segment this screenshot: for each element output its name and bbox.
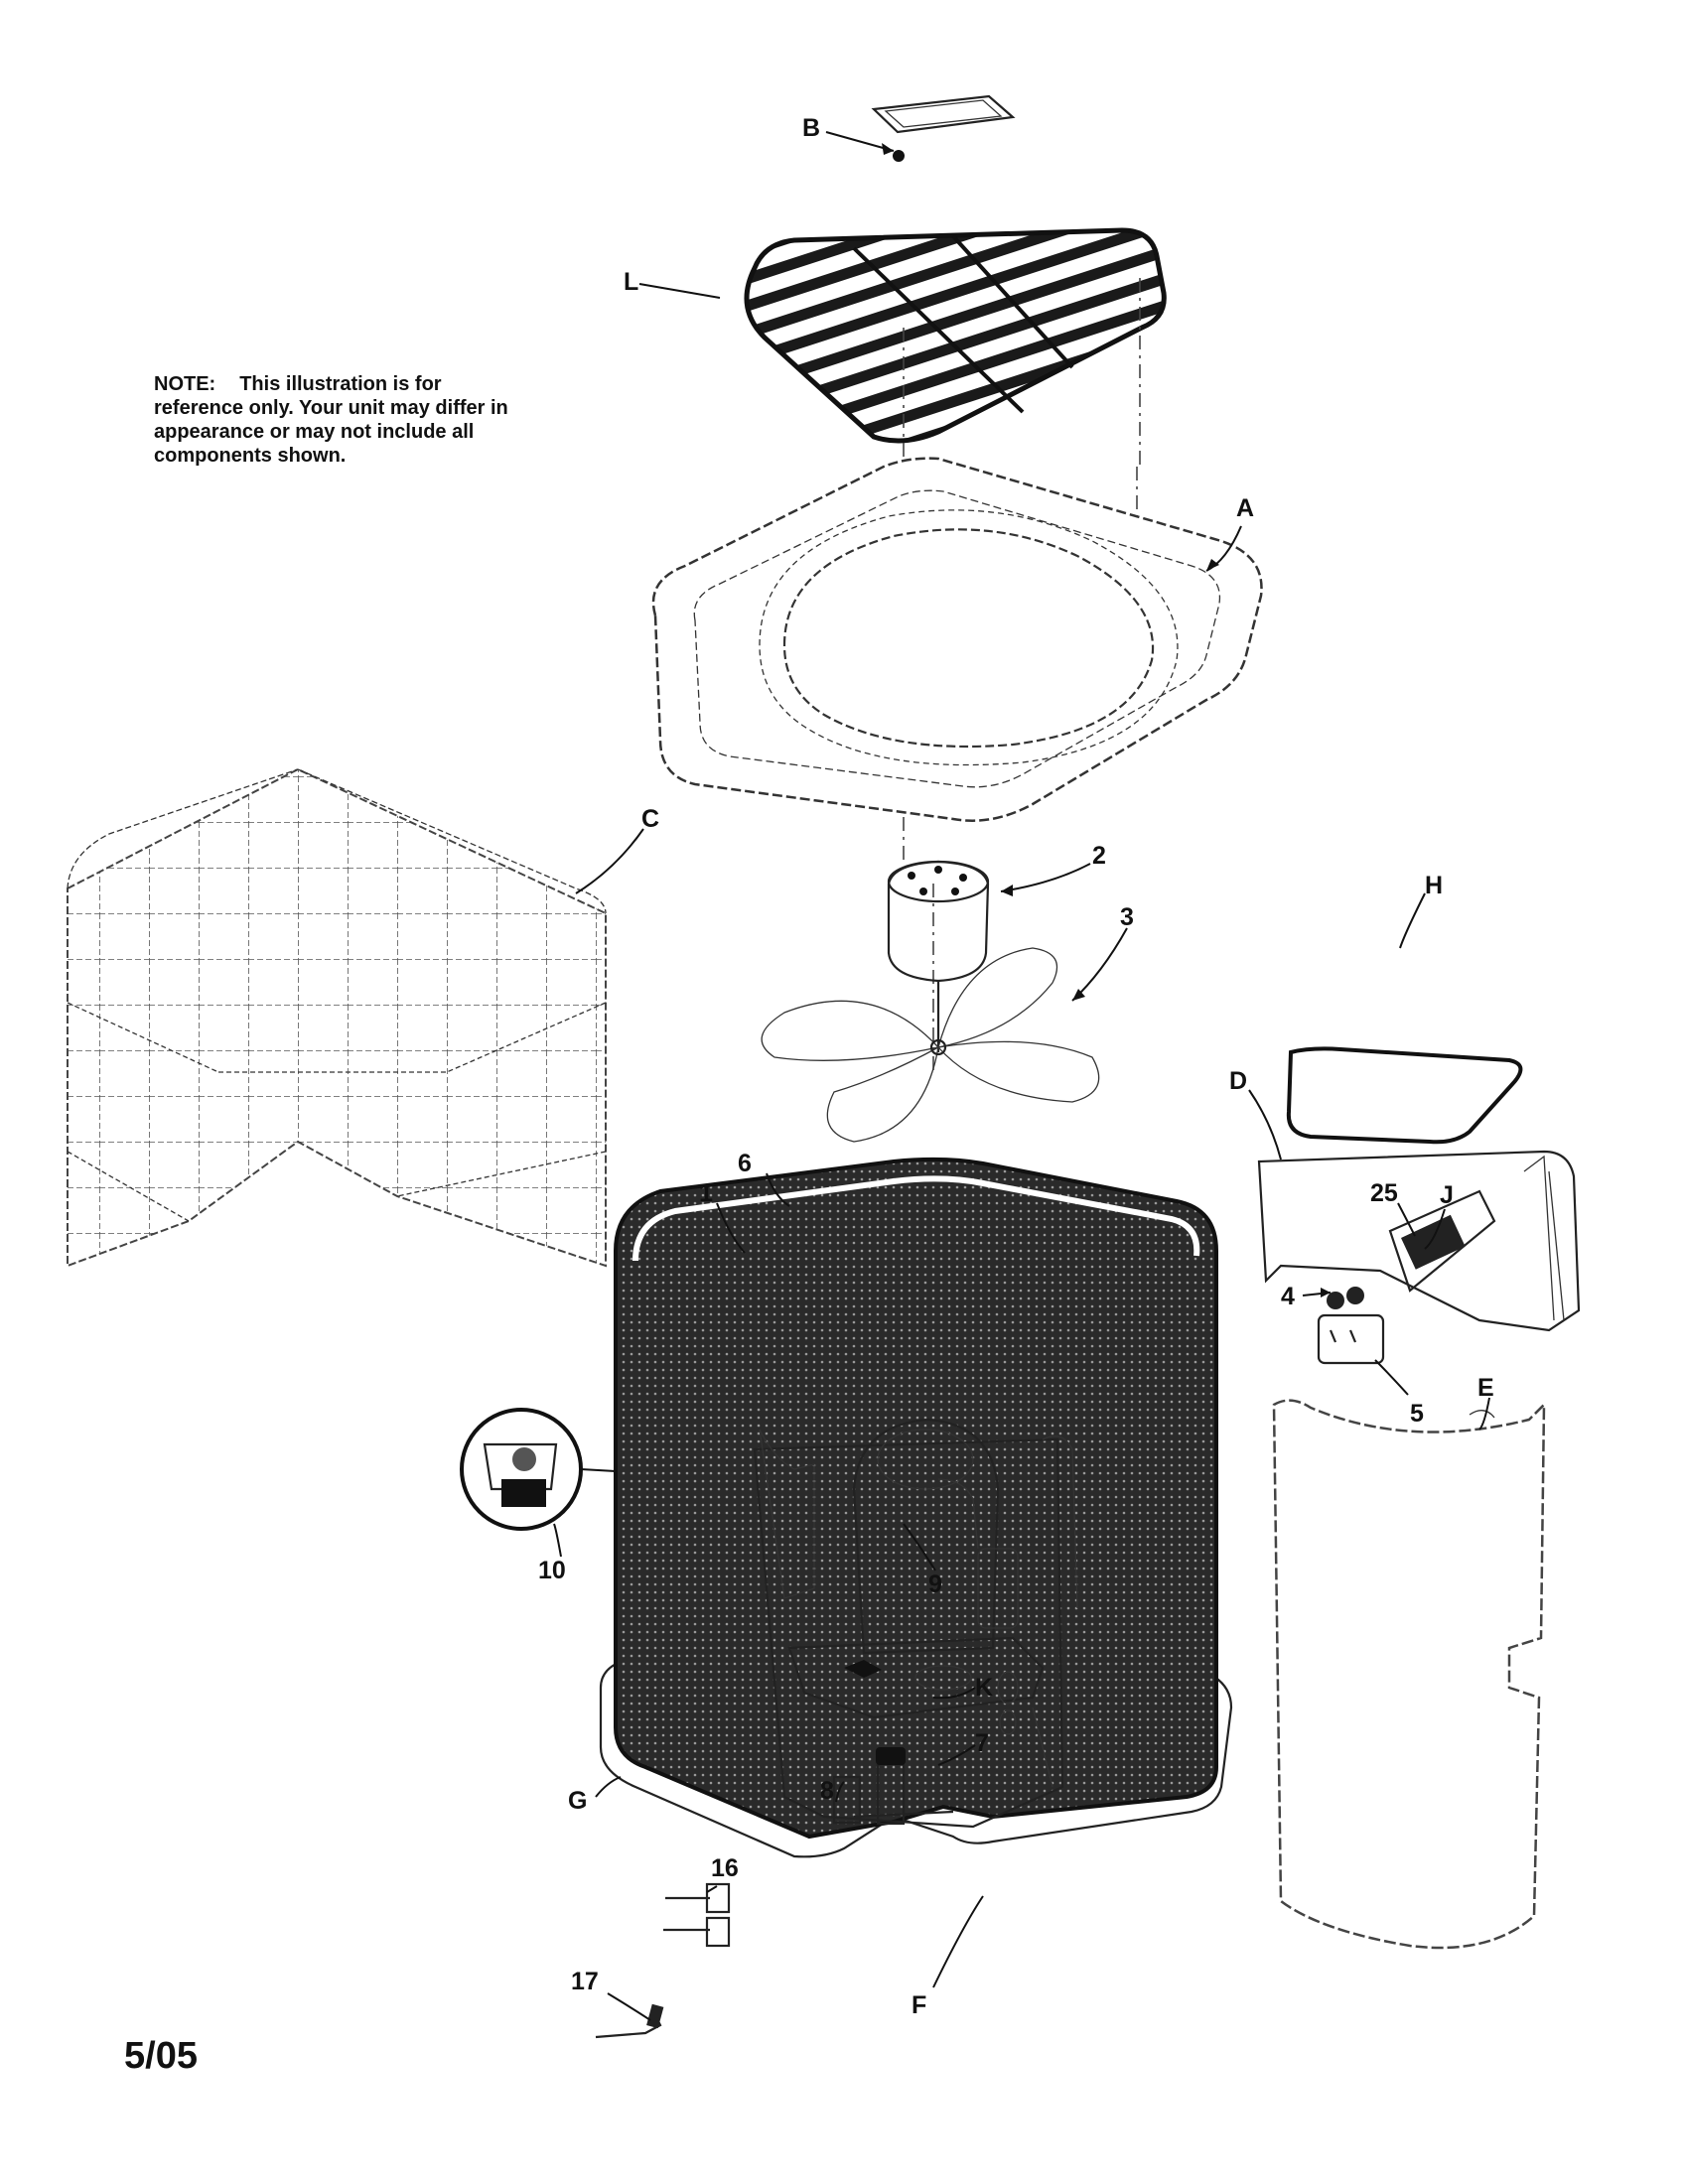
- callout-25: 25: [1370, 1179, 1398, 1207]
- callout-A: A: [1236, 494, 1254, 522]
- callout-9: 9: [928, 1570, 942, 1598]
- reference-note: NOTE:This illustration is for reference …: [154, 372, 536, 468]
- callout-D: D: [1229, 1067, 1247, 1095]
- callout-2: 2: [1092, 842, 1106, 870]
- wire-guard: [67, 767, 607, 1268]
- access-panel: [1272, 1399, 1546, 1950]
- leader-lines: [553, 131, 1490, 2021]
- callout-6: 6: [738, 1150, 752, 1177]
- callout-1: 1: [699, 1179, 713, 1207]
- callout-C: C: [641, 805, 659, 833]
- fan-guard-cap: [871, 94, 1016, 162]
- callout-H: H: [1425, 872, 1443, 899]
- callout-17: 17: [571, 1968, 599, 1995]
- condenser-unit: [599, 1157, 1233, 1858]
- callout-7: 7: [975, 1729, 989, 1757]
- callout-J: J: [1440, 1181, 1454, 1209]
- control-panel: [1257, 1150, 1581, 1365]
- callout-4: 4: [1281, 1283, 1295, 1310]
- callout-L: L: [624, 268, 638, 296]
- detail-circle-mount: [460, 1408, 617, 1531]
- callout-E: E: [1477, 1374, 1494, 1402]
- callout-B: B: [802, 114, 820, 142]
- note-heading: NOTE:: [154, 373, 216, 395]
- control-box-cover: [1286, 1046, 1523, 1145]
- callout-5: 5: [1410, 1400, 1424, 1428]
- service-valve-parts: [595, 1882, 731, 2039]
- callout-3: 3: [1120, 903, 1134, 931]
- note-text: This illustration is for reference only.…: [154, 373, 508, 467]
- top-panel: [651, 457, 1263, 822]
- fan-grille: [744, 227, 1167, 444]
- fan-motor: [887, 860, 990, 1052]
- callout-F: F: [912, 1991, 926, 2019]
- fan-blade: [761, 947, 1100, 1143]
- callout-G: G: [568, 1787, 587, 1815]
- date-code: 5/05: [124, 2035, 198, 2077]
- callout-16: 16: [711, 1854, 739, 1882]
- callout-K: K: [975, 1674, 993, 1702]
- callout-8: 8: [820, 1777, 834, 1805]
- callout-10: 10: [538, 1557, 566, 1584]
- callout-labels: B L A C 2 3 H D 6 1 25 J 4 5 E 10 9 K 8 …: [538, 114, 1494, 2019]
